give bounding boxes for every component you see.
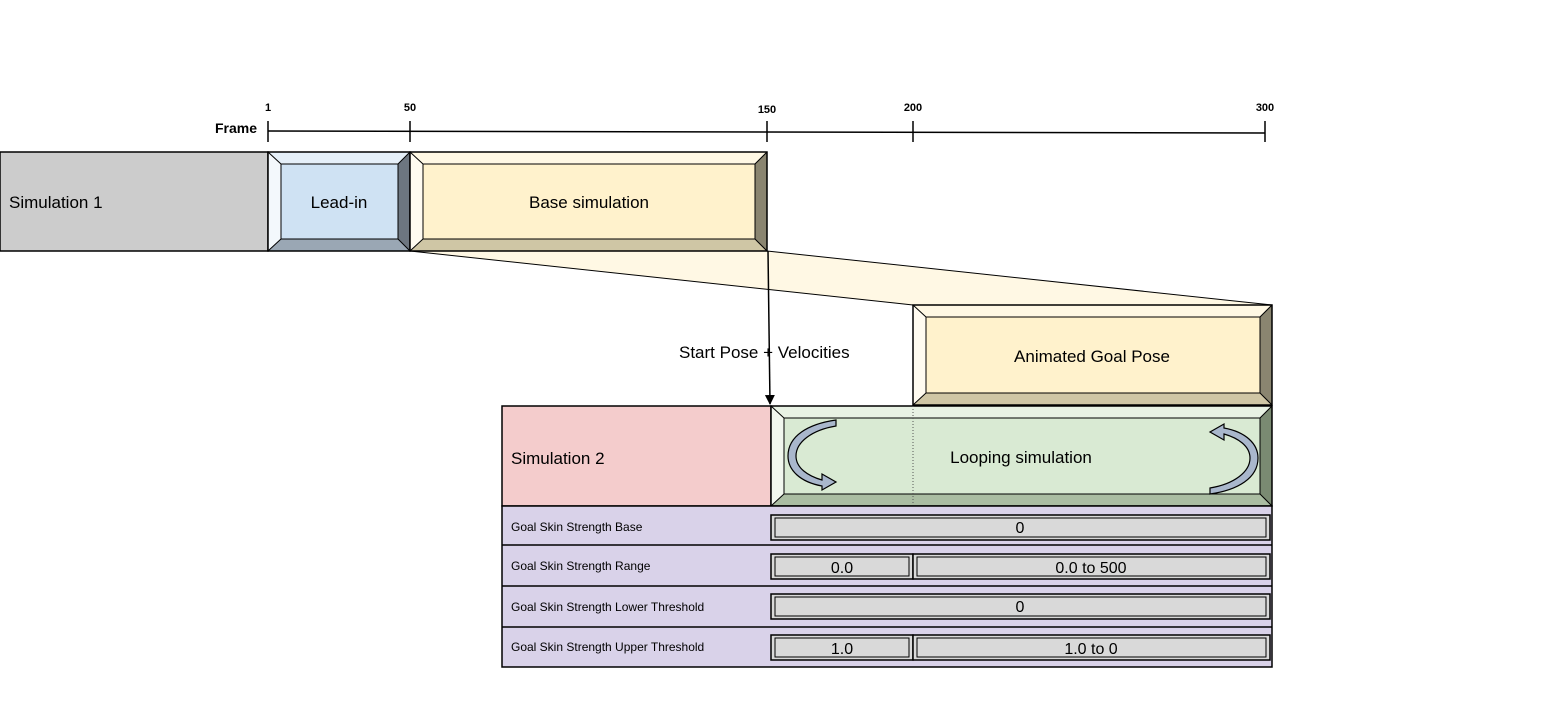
simulation-1-label-box (0, 151, 269, 252)
leadin-label: Lead-in (311, 193, 368, 212)
simulation-2-label: Simulation 2 (511, 449, 605, 468)
base-outline (409, 151, 768, 252)
goal-outline (912, 304, 1273, 406)
goal-pose-label: Animated Goal Pose (1014, 347, 1170, 366)
loop-bevel-top (771, 406, 1272, 418)
param-value-field[interactable] (770, 514, 1271, 541)
goal-inner (925, 316, 1261, 394)
parameter-table: Goal Skin Strength Base 0 Goal Skin Stre… (501, 505, 1273, 668)
param-value-range: 1.0 to 0 (1064, 641, 1117, 658)
param-value-start: 0.0 (831, 560, 853, 577)
simulation-2-label-box (501, 405, 772, 507)
simulation-2-row: Simulation 2 Looping simulation (501, 405, 1273, 507)
handoff-arrow (764, 250, 775, 405)
base-bevel-left (410, 152, 423, 251)
loop-bevel-left (771, 406, 784, 506)
loop-arrow-left-icon (787, 419, 838, 492)
param-value-field-range[interactable] (912, 634, 1271, 661)
base-simulation-block[interactable]: Base simulation (409, 151, 768, 252)
tick-label-200: 200 (904, 102, 922, 114)
param-row-lower-threshold: Goal Skin Strength Lower Threshold 0 (511, 593, 1271, 620)
leadin-bevel-bottom (268, 239, 410, 251)
base-bevel-top (410, 152, 767, 164)
loop-arrow-right-icon (1208, 422, 1259, 495)
base-bg (410, 152, 767, 251)
leadin-bevel-right (398, 152, 410, 251)
loop-inner (783, 417, 1261, 495)
param-value-field-start[interactable] (770, 553, 914, 580)
projection-line-left (409, 250, 914, 306)
tick-label-150: 150 (758, 104, 776, 116)
projection-line-right (766, 250, 1273, 306)
simulation-1-row: Simulation 1 Lead-in (0, 151, 768, 252)
param-value-range: 0.0 to 500 (1055, 560, 1126, 577)
param-row-base: Goal Skin Strength Base 0 (511, 514, 1271, 541)
param-value: 0 (1016, 520, 1025, 537)
loop-bg (771, 406, 1272, 506)
param-name: Goal Skin Strength Base (511, 520, 643, 534)
goal-bevel-top (913, 305, 1272, 317)
looping-simulation-label: Looping simulation (950, 448, 1092, 467)
param-name: Goal Skin Strength Range (511, 559, 651, 573)
frame-label: Frame (215, 120, 257, 136)
frame-timeline: Frame 1 50 150 200 300 (215, 102, 1274, 142)
base-inner (422, 163, 756, 240)
leadin-bevel-left (268, 152, 281, 251)
leadin-bevel-top (268, 152, 410, 164)
param-value-field-range[interactable] (912, 553, 1271, 580)
goal-bevel-bottom (913, 393, 1272, 405)
leadin-bg (268, 152, 410, 251)
animated-goal-pose-block[interactable]: Animated Goal Pose (912, 304, 1273, 406)
param-value-start: 1.0 (831, 641, 853, 658)
handoff-label: Start Pose + Velocities (679, 343, 850, 362)
projection-fill (410, 251, 1272, 305)
simulation-1-label: Simulation 1 (9, 193, 103, 212)
goal-bg (913, 305, 1272, 405)
param-row-range: Goal Skin Strength Range 0.0 0.0 to 500 (511, 553, 1271, 580)
loop-bevel-bottom (771, 494, 1272, 506)
param-row-upper-threshold: Goal Skin Strength Upper Threshold 1.0 1… (511, 634, 1271, 661)
leadin-inner (280, 163, 399, 240)
param-value: 0 (1016, 599, 1025, 616)
tick-label-50: 50 (404, 102, 416, 114)
base-bevel-bottom (410, 239, 767, 251)
leadin-block[interactable]: Lead-in (267, 151, 411, 252)
tick-label-300: 300 (1256, 102, 1274, 114)
base-simulation-label: Base simulation (529, 193, 649, 212)
param-value-field[interactable] (770, 593, 1271, 620)
tick-label-1: 1 (265, 102, 271, 114)
param-name: Goal Skin Strength Lower Threshold (511, 600, 704, 614)
goal-bevel-right (1260, 305, 1272, 405)
param-name: Goal Skin Strength Upper Threshold (511, 640, 704, 654)
goal-bevel-left (913, 305, 926, 405)
base-bevel-right (755, 152, 767, 251)
loop-bevel-right (1260, 406, 1272, 506)
looping-simulation-block[interactable]: Looping simulation (770, 405, 1273, 507)
